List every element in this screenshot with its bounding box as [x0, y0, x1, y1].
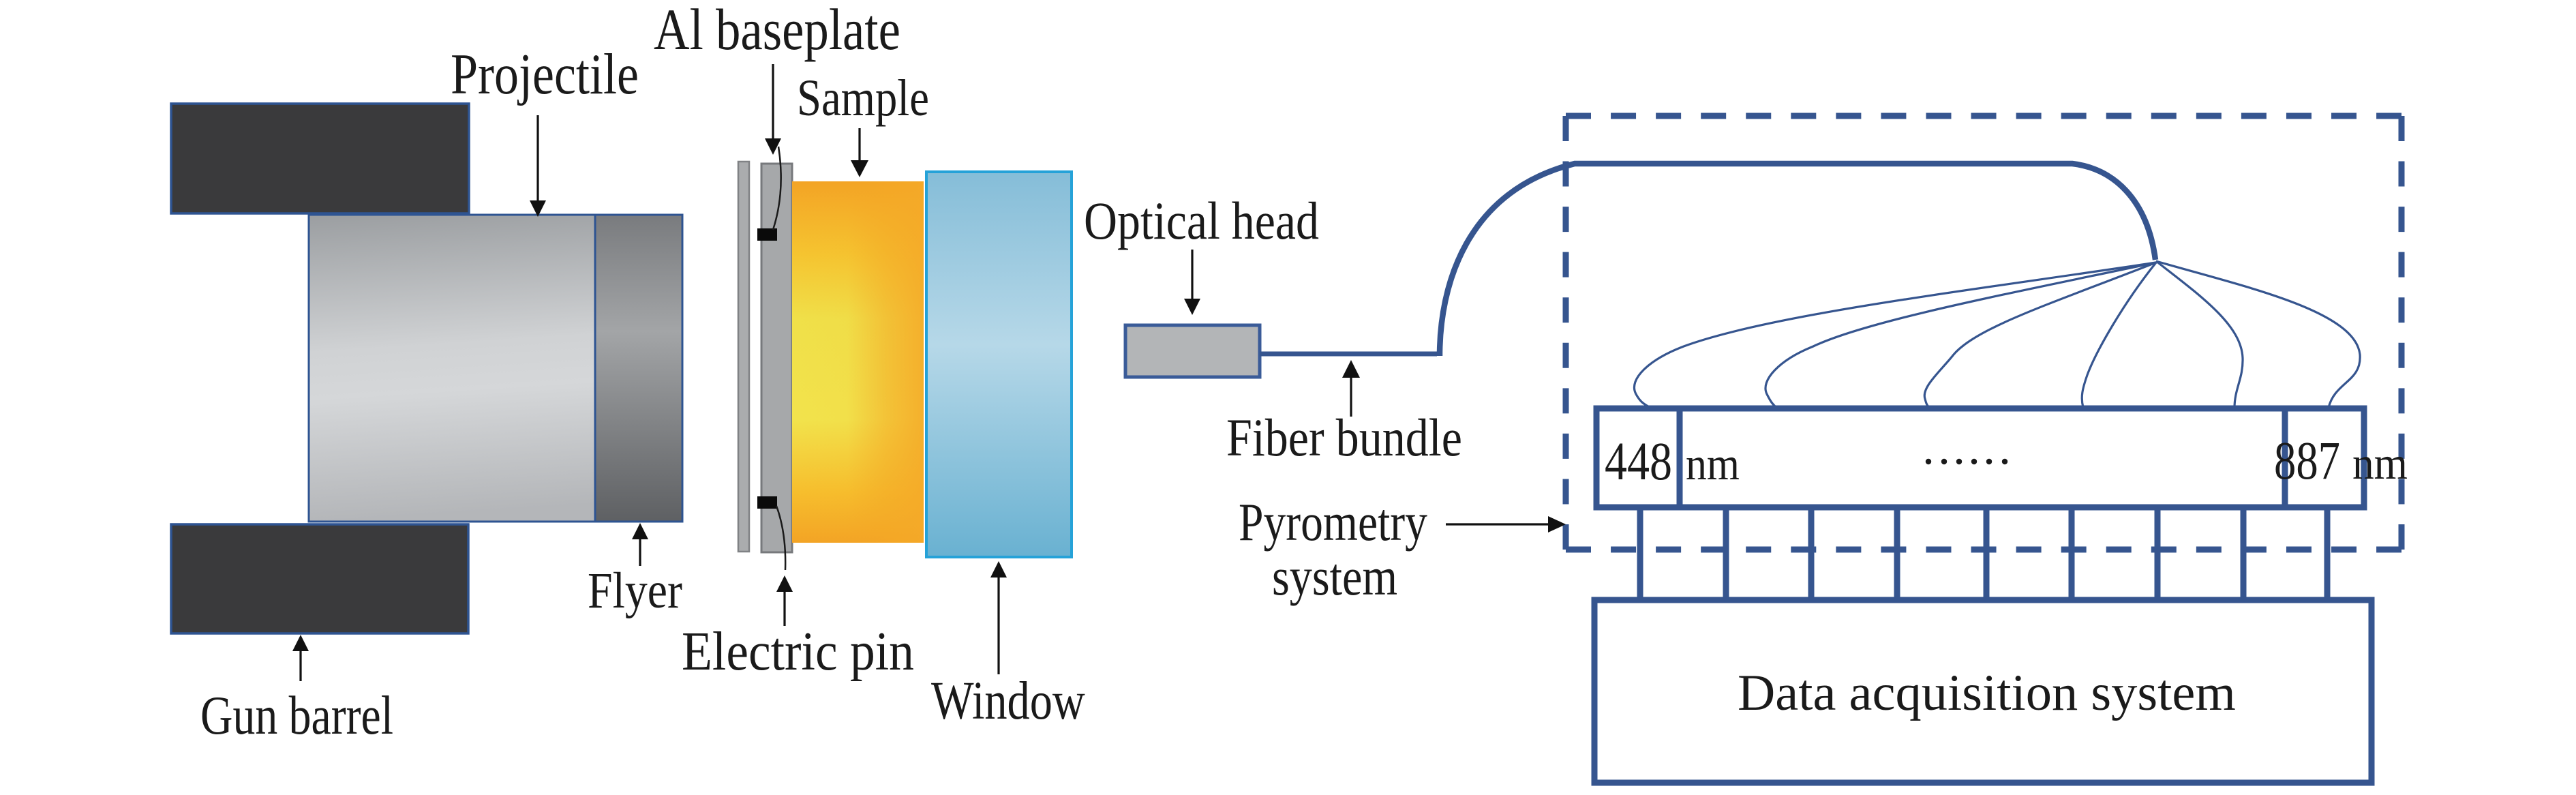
- svg-text:Al baseplate: Al baseplate: [654, 0, 900, 62]
- svg-text:448: 448: [1605, 431, 1672, 491]
- svg-text:Sample: Sample: [797, 70, 929, 127]
- svg-text:Window: Window: [931, 670, 1085, 730]
- svg-text:Gun barrel: Gun barrel: [200, 685, 393, 745]
- svg-text:Optical head: Optical head: [1084, 192, 1319, 250]
- svg-text:Fiber bundle: Fiber bundle: [1226, 408, 1462, 467]
- svg-text:887: 887: [2274, 431, 2340, 491]
- svg-text:Pyrometry: Pyrometry: [1239, 493, 1427, 552]
- svg-text:nm: nm: [2352, 438, 2408, 490]
- svg-text:system: system: [1272, 548, 1397, 606]
- svg-text:Data acquisition system: Data acquisition system: [1738, 665, 2236, 721]
- svg-text:Projectile: Projectile: [451, 43, 639, 107]
- svg-text:Flyer: Flyer: [588, 562, 682, 619]
- svg-text:Electric pin: Electric pin: [682, 621, 914, 681]
- svg-text:nm: nm: [1686, 438, 1740, 490]
